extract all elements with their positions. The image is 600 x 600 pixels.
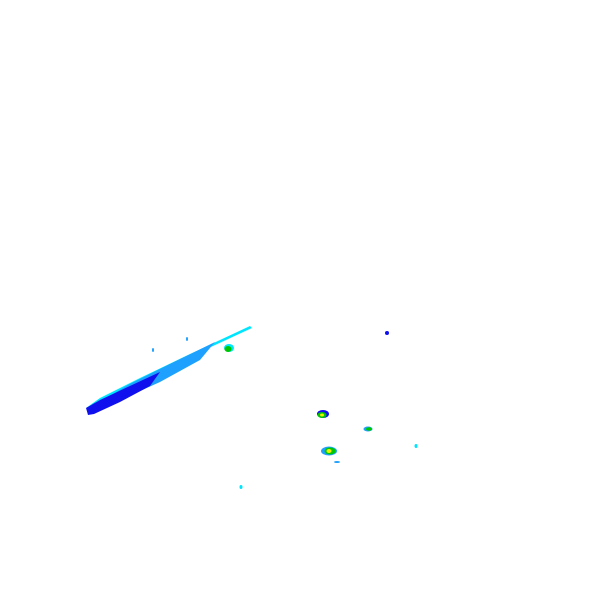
source-blob-1 — [224, 344, 234, 352]
small-source-c — [414, 444, 418, 448]
source-blob-2 — [317, 410, 329, 418]
small-source-a — [334, 461, 340, 463]
streak-feature — [86, 326, 252, 415]
source-blob-3 — [363, 426, 373, 432]
small-source-d — [239, 485, 243, 489]
small-source-b — [385, 331, 389, 335]
small-source-f — [186, 337, 188, 341]
streak-inner-contour — [86, 372, 160, 415]
small-source-e — [152, 348, 154, 352]
source-blob-4 — [321, 446, 337, 456]
